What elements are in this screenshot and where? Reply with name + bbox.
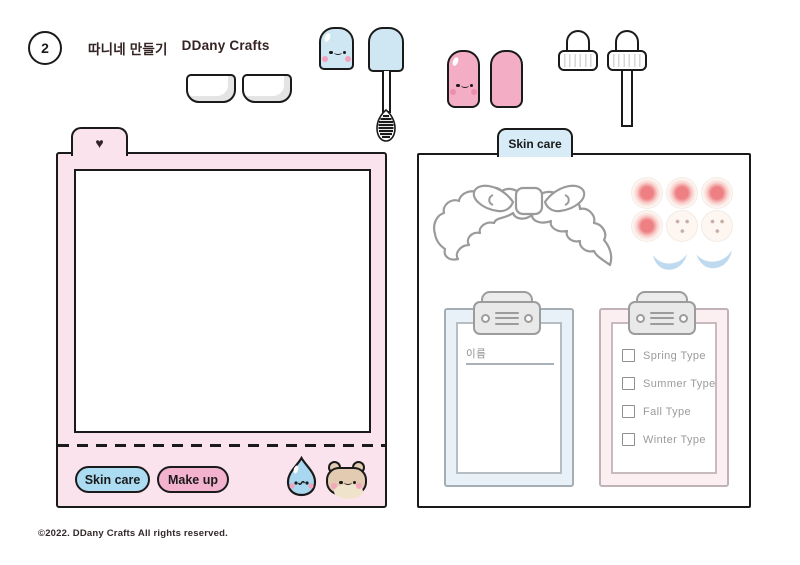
freckle-pad-icon: [701, 210, 733, 242]
water-drop-icon: [286, 456, 317, 497]
dropper-cap-icon: [607, 50, 647, 71]
page-title-brand: DDany Crafts: [181, 38, 270, 53]
checkbox-winter[interactable]: [622, 433, 635, 446]
tab-skin-care-label: Skin care: [508, 136, 562, 151]
pink-tint-cap-icon: [490, 50, 523, 108]
mascara-cap-icon: [368, 27, 404, 72]
blush-pad-icon: [666, 177, 698, 209]
check-row-winter: Winter Type: [622, 433, 706, 446]
name-field-label: 이름: [466, 348, 487, 360]
dropper-bulb-icon: [566, 30, 590, 53]
mascara-stem-icon: [382, 71, 391, 113]
mascara-brush-icon: [376, 109, 396, 142]
checkbox-spring[interactable]: [622, 349, 635, 362]
dropper-pipette-icon: [621, 71, 633, 127]
freckle-pad-icon: [666, 210, 698, 242]
blush-pad-icon: [631, 177, 663, 209]
make-up-button-label: Make up: [167, 472, 218, 487]
empty-tray-icon: [242, 74, 292, 103]
pink-tint-cap-face-icon: [447, 50, 480, 108]
checkbox-winter-label: Winter Type: [643, 433, 706, 446]
eye-crescent-icon: [653, 254, 687, 270]
checkbox-spring-label: Spring Type: [643, 349, 706, 362]
check-row-fall: Fall Type: [622, 405, 691, 418]
clipboard-clip: [473, 301, 541, 335]
check-row-summer: Summer Type: [622, 377, 716, 390]
checkbox-summer-label: Summer Type: [643, 377, 716, 390]
checkbox-summer[interactable]: [622, 377, 635, 390]
dropper-cap-icon: [558, 50, 598, 71]
heart-icon: ♥: [95, 134, 104, 151]
heart-tab[interactable]: ♥: [71, 127, 128, 156]
dropper-bulb-icon: [615, 30, 639, 53]
dashed-cut-line: [58, 444, 385, 447]
page-number-badge: 2: [28, 31, 62, 65]
bear-face-icon: [326, 461, 367, 499]
clipboard-clip: [628, 301, 696, 335]
name-clipboard-paper: [456, 322, 562, 474]
copyright-text: ©2022. DDany Crafts All rights reserved.: [38, 528, 228, 539]
checkbox-fall[interactable]: [622, 405, 635, 418]
headband-bow-drawing: [433, 184, 613, 267]
skin-care-button-label: Skin care: [84, 472, 141, 487]
make-up-button[interactable]: Make up: [157, 466, 229, 493]
blue-bottle-cap-face-icon: [319, 27, 354, 70]
blush-pad-icon: [631, 210, 663, 242]
checkbox-fall-label: Fall Type: [643, 405, 692, 418]
check-row-spring: Spring Type: [622, 349, 706, 362]
tab-skin-care[interactable]: Skin care: [497, 128, 573, 157]
blush-pad-icon: [701, 177, 733, 209]
eye-crescent-icon: [696, 250, 732, 269]
name-input-line[interactable]: [466, 363, 554, 365]
skin-care-button[interactable]: Skin care: [75, 466, 150, 493]
page-title-korean: 따니네 만들기: [88, 42, 168, 57]
page-title: 따니네 만들기 DDany Crafts: [88, 38, 270, 58]
photo-window: [74, 169, 371, 433]
type-clipboard-paper: [611, 322, 717, 474]
empty-tray-icon: [186, 74, 236, 103]
